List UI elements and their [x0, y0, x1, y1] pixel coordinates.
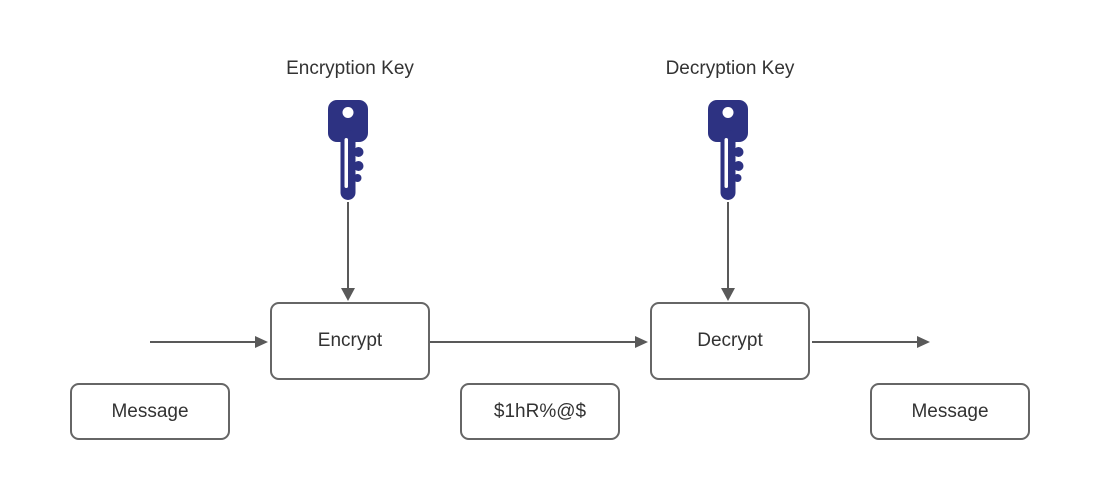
encrypt-box-label: Encrypt — [317, 330, 383, 351]
encryption-key-icon — [328, 100, 368, 200]
arrow-input-to-encrypt — [150, 336, 268, 348]
arrow-head-right — [255, 336, 268, 348]
arrow-shaft — [727, 202, 729, 288]
arrow-decryption-key-to-decrypt — [721, 202, 735, 301]
arrow-shaft — [430, 341, 635, 343]
arrow-head-down — [341, 288, 355, 301]
message-input-box: Message — [70, 383, 230, 440]
decryption-key-label: Decryption Key — [665, 58, 795, 79]
arrow-shaft — [150, 341, 255, 343]
message-output-box: Message — [870, 383, 1030, 440]
message-output-label: Message — [911, 400, 989, 422]
ciphertext-box: $1hR%@$ — [460, 383, 620, 440]
arrow-decrypt-to-output — [812, 336, 930, 348]
arrow-encrypt-to-decrypt — [430, 336, 648, 348]
encrypt-box: Encrypt — [270, 302, 430, 380]
arrow-head-right — [635, 336, 648, 348]
arrow-head-right — [917, 336, 930, 348]
encryption-key-label: Encryption Key — [286, 58, 414, 79]
message-input-label: Message — [111, 400, 189, 422]
ciphertext-label: $1hR%@$ — [493, 400, 587, 422]
decrypt-box: Decrypt — [650, 302, 810, 380]
decryption-key-icon — [708, 100, 748, 200]
arrow-shaft — [812, 341, 917, 343]
arrow-shaft — [347, 202, 349, 288]
arrow-encryption-key-to-encrypt — [341, 202, 355, 301]
arrow-head-down — [721, 288, 735, 301]
decrypt-box-label: Decrypt — [697, 330, 763, 351]
